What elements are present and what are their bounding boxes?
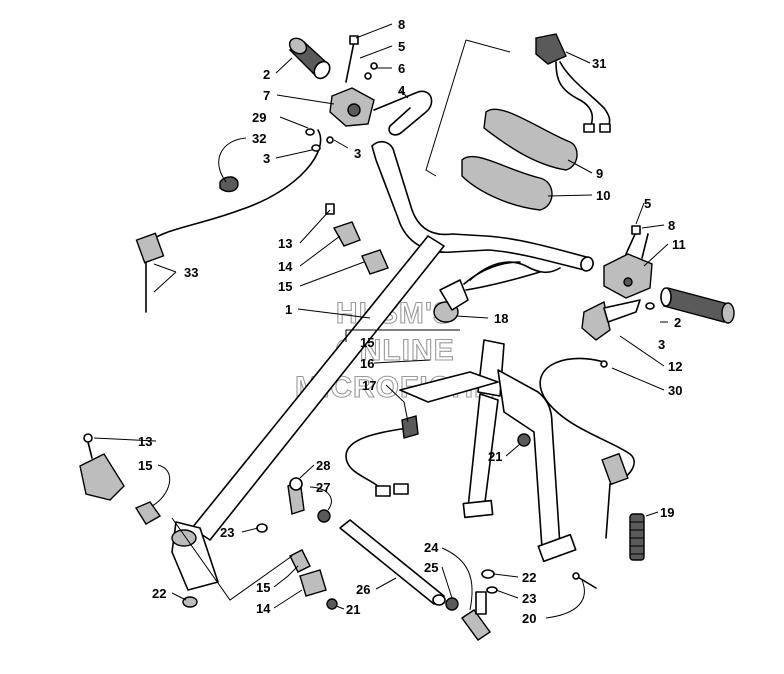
- callout-10: 10: [596, 188, 610, 203]
- left-grip: [288, 37, 331, 80]
- callout-8-right: 8: [668, 218, 675, 233]
- washers-22-23-right: [481, 569, 498, 594]
- callout-15-low: 15: [138, 458, 152, 473]
- callout-23-left: 23: [220, 525, 234, 540]
- right-grip: [660, 287, 735, 324]
- callout-18: 18: [494, 311, 508, 326]
- callout-11: 11: [672, 237, 686, 252]
- callout-33: 33: [184, 265, 198, 280]
- harness: [345, 415, 419, 497]
- handlebar-pad-upper: [483, 108, 578, 171]
- handlebar-pad-lower: [461, 155, 553, 211]
- nut-25: [445, 597, 459, 611]
- callout-28: 28: [316, 458, 330, 473]
- callout-13-low: 13: [138, 434, 152, 449]
- callout-20: 20: [522, 611, 536, 626]
- brake-cable: [539, 357, 635, 539]
- leader-lines: [93, 23, 669, 619]
- washer-23-left: [256, 523, 268, 533]
- tie-rod-26: [339, 519, 446, 606]
- callout-13-top: 13: [278, 236, 292, 251]
- clamp-15-low: [134, 501, 162, 525]
- cable-clip: [219, 176, 239, 193]
- nut-21-bottom: [326, 598, 338, 610]
- callout-31: 31: [592, 56, 606, 71]
- callout-27: 27: [316, 480, 330, 495]
- callout-6: 6: [398, 61, 405, 76]
- callout-25: 25: [424, 560, 438, 575]
- brake-lever: [581, 299, 641, 341]
- callout-15-top: 15: [278, 279, 292, 294]
- tie-rod-end-28: [287, 477, 305, 515]
- throttle-cable: [135, 129, 322, 313]
- cotter-pin-20: [572, 572, 597, 589]
- callout-2-right: 2: [674, 315, 681, 330]
- throttle-housing: [329, 87, 375, 127]
- callout-19: 19: [660, 505, 674, 520]
- callout-24: 24: [424, 540, 439, 555]
- callout-32: 32: [252, 131, 266, 146]
- steering-post: [171, 235, 445, 591]
- callout-26: 26: [356, 582, 370, 597]
- small-washers-left: [305, 128, 334, 152]
- callout-5-top: 5: [398, 39, 405, 54]
- heat-switch: [535, 33, 611, 133]
- callout-4: 4: [398, 83, 406, 98]
- callout-14-top: 14: [278, 259, 293, 274]
- callout-30: 30: [668, 383, 682, 398]
- brake-housing: [603, 225, 653, 299]
- clamp-14-15-bottom: [289, 549, 327, 597]
- callout-3-mid: 3: [354, 146, 361, 161]
- steering-support: [399, 339, 577, 563]
- key-tether: [469, 261, 561, 281]
- callout-14-bottom: 14: [256, 601, 271, 616]
- callout-9: 9: [596, 166, 603, 181]
- callout-2-left: 2: [263, 67, 270, 82]
- nut-27: [317, 509, 331, 523]
- callout-3-right: 3: [658, 337, 665, 352]
- callout-21-mid: 21: [488, 449, 502, 464]
- washer-right: [645, 302, 655, 310]
- nut-21-mid: [517, 433, 531, 447]
- ignition-switch: [433, 261, 541, 323]
- callout-8-top: 8: [398, 17, 405, 32]
- callout-22-right: 22: [522, 570, 536, 585]
- callout-3-left: 3: [263, 151, 270, 166]
- throttle-lever: [373, 90, 433, 136]
- callout-29: 29: [252, 110, 266, 125]
- callout-17: 17: [362, 378, 376, 393]
- callouts: 8 5 2 6 7 4 29 32 3 3 31 9 10 13 14 15 3…: [138, 17, 686, 626]
- screws-top: [345, 35, 378, 83]
- callout-15-bottom: 15: [256, 580, 270, 595]
- callout-12: 12: [668, 359, 682, 374]
- callout-15-mid: 15: [360, 335, 374, 350]
- washer-22-left: [182, 596, 198, 608]
- callout-1: 1: [285, 302, 292, 317]
- callout-16: 16: [360, 356, 374, 371]
- clamp-13-15-top: [325, 203, 389, 275]
- spring-19: [629, 513, 645, 561]
- callout-23-right: 23: [522, 591, 536, 606]
- bracket-left: [79, 433, 125, 501]
- callout-21-bottom: 21: [346, 602, 360, 617]
- callout-7: 7: [263, 88, 270, 103]
- callout-5-right: 5: [644, 196, 651, 211]
- tie-rod-end-24: [461, 591, 491, 641]
- callout-22-left: 22: [152, 586, 166, 601]
